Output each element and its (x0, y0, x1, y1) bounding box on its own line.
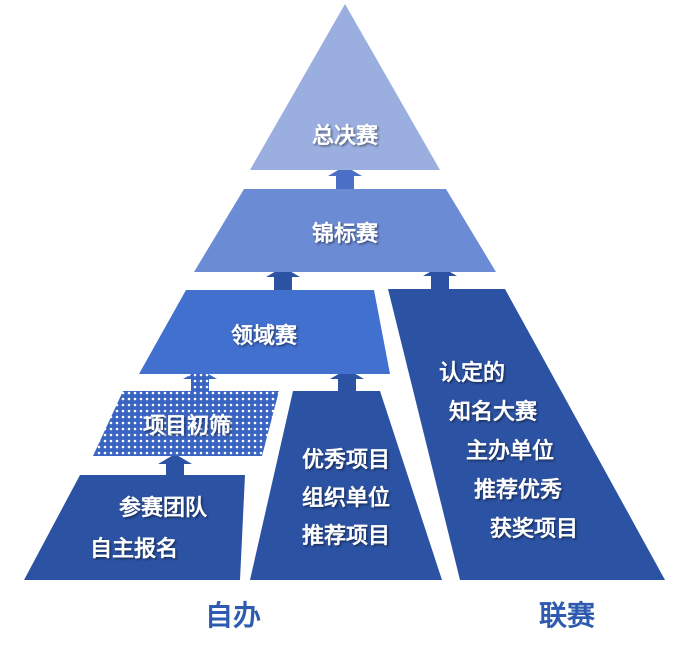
org-recommend-block (250, 391, 442, 580)
domain-level (139, 290, 390, 374)
arrow-up-icon (328, 166, 362, 190)
team-signup-line: 参赛团队 (119, 495, 208, 521)
arrow-up-icon (158, 454, 192, 476)
championship-level (194, 189, 496, 272)
screening-level (93, 391, 279, 456)
final-label: 总决赛 (312, 123, 379, 149)
team-signup-block (24, 475, 245, 580)
team-signup-line: 自主报名 (90, 536, 178, 562)
recognized-line: 推荐优秀 (474, 477, 562, 503)
recognized-line: 认定的 (439, 360, 505, 386)
league-label: 联赛 (539, 599, 596, 632)
recognized-line: 获奖项目 (490, 516, 578, 542)
self-run-label: 自办 (205, 599, 261, 632)
org-recommend-line: 优秀项目 (302, 447, 390, 473)
domain-label: 领域赛 (231, 323, 298, 349)
recognized-line: 知名大赛 (449, 399, 538, 425)
recognized-line: 主办单位 (466, 438, 554, 464)
org-recommend-line: 推荐项目 (302, 523, 390, 549)
screening-label: 项目初筛 (143, 413, 231, 439)
org-recommend-line: 组织单位 (302, 485, 390, 511)
recognized-competition-block (388, 289, 665, 580)
arrow-up-icon (330, 369, 364, 392)
arrow-up-icon (183, 369, 217, 392)
arrow-up-icon (423, 266, 457, 292)
championship-label: 锦标赛 (312, 221, 379, 247)
arrow-up-icon (266, 267, 300, 292)
final-level-triangle (250, 4, 440, 170)
